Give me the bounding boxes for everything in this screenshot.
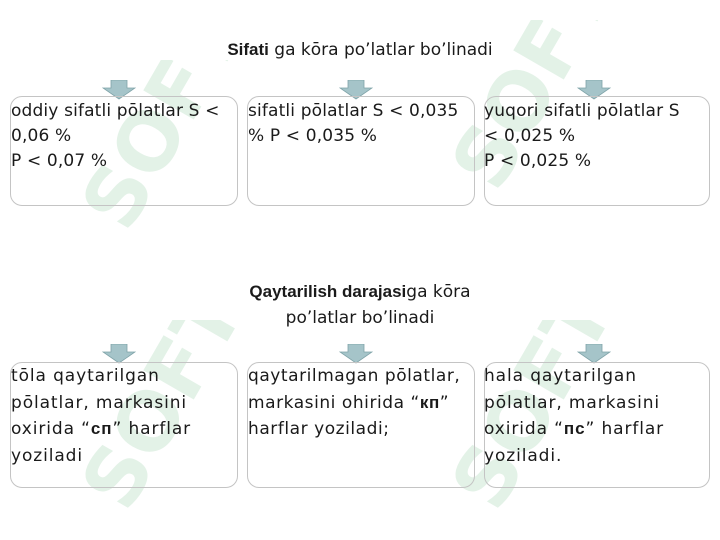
down-arrow-icon — [102, 344, 136, 364]
category-box-ordinary — [10, 96, 238, 206]
text-segment: ” harflar yoziladi — [11, 419, 192, 466]
category-box-quality — [247, 96, 475, 206]
down-arrow-icon — [339, 344, 373, 364]
down-arrow-icon — [577, 344, 611, 364]
deoxidation-text-rimmed: qaytarilmagan pōlatlar, markasini ohirid… — [248, 363, 480, 443]
down-arrow-icon — [102, 80, 136, 100]
deoxidation-box-semikilled — [484, 362, 710, 488]
category-text-high-quality: yuqori sifatli pōlatlar S < 0,025 % P < … — [484, 101, 680, 171]
category-text-quality: sifatli pōlatlar S < 0,035 % P < 0,035 % — [248, 101, 459, 146]
grade-code: кп — [419, 392, 440, 412]
section2-title: Qaytarilish darajasiga kōra — [0, 280, 720, 304]
section1-title-rest: ga kōra po’latlar bo’linadi — [268, 40, 493, 60]
section1-title-bold: Sifati — [227, 40, 269, 59]
text-segment: ” harflar yoziladi. — [484, 419, 665, 466]
down-arrow-icon — [339, 80, 373, 100]
category-text-ordinary: oddiy sifatli pōlatlar S < 0,06 % P < 0,… — [11, 101, 220, 171]
text-segment: qaytarilmagan pōlatlar, markasini ohirid… — [248, 366, 461, 413]
category-box-high-quality — [484, 96, 710, 206]
section2-title-bold: Qaytarilish darajasi — [249, 282, 407, 301]
deoxidation-box-killed — [10, 362, 238, 488]
deoxidation-text-semikilled: hala qaytarilgan pōlatlar, markasini oxi… — [484, 363, 716, 469]
grade-code: сп — [90, 419, 113, 438]
section1-title: Sifati ga kōra po’latlar bo’linadi — [0, 38, 720, 62]
section2-title-rest: ga kōra — [406, 282, 471, 302]
text-segment: tōla qaytarilgan pōlatlar, markasini oxi… — [11, 366, 188, 439]
text-segment: hala qaytarilgan pōlatlar, markasini oxi… — [484, 366, 661, 439]
deoxidation-text-killed: tōla qaytarilgan pōlatlar, markasini oxi… — [11, 363, 243, 469]
section2-title-line2: po’latlar bo’linadi — [285, 308, 435, 328]
text-segment: ” harflar yoziladi; — [248, 392, 450, 440]
deoxidation-box-rimmed — [247, 362, 475, 488]
grade-code: пс — [563, 419, 586, 438]
down-arrow-icon — [577, 80, 611, 100]
